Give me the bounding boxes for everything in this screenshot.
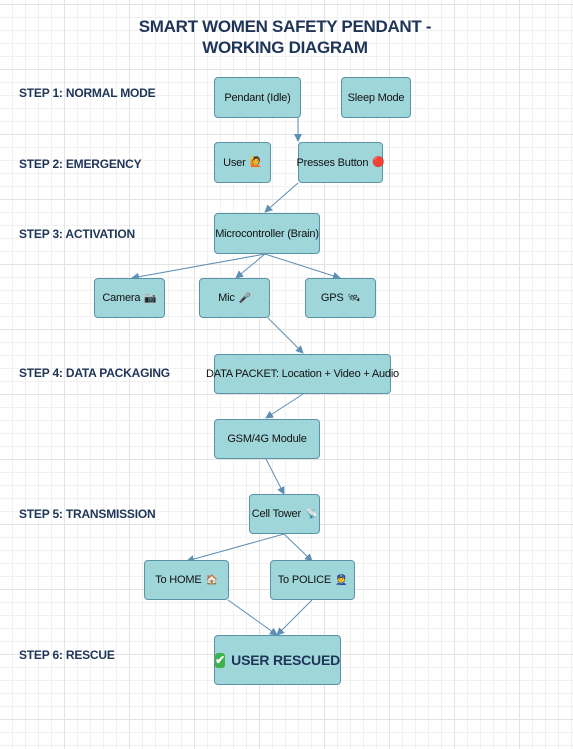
node-to-home: To HOME 🏠 — [144, 560, 229, 600]
node-mic-label: Mic — [218, 292, 235, 304]
diagram-title: SMART WOMEN SAFETY PENDANT - WORKING DIA… — [120, 16, 450, 58]
step-5-label: STEP 5: TRANSMISSION — [19, 507, 156, 521]
node-sleep-mode: Sleep Mode — [341, 77, 411, 118]
edge-micro-to-mic — [235, 253, 266, 279]
node-gps: GPS 🛰 — [305, 278, 376, 318]
step-1-label: STEP 1: NORMAL MODE — [19, 86, 156, 100]
edge-micro-to-gps — [264, 253, 341, 280]
node-pendant-idle-label: Pendant (Idle) — [224, 91, 291, 104]
step-6-label: STEP 6: RESCUE — [19, 648, 115, 662]
node-user: User 🙋 — [214, 142, 271, 183]
node-pendant-idle: Pendant (Idle) — [214, 77, 301, 118]
edge-presses-to-micro — [264, 182, 299, 213]
node-mic: Mic 🎤 — [199, 278, 270, 318]
title-line-1: SMART WOMEN SAFETY PENDANT - — [138, 17, 432, 36]
node-data-packet: DATA PACKET: Location + Video + Audio — [206, 354, 399, 394]
node-to-home-label: To HOME — [155, 574, 202, 586]
police-officer-icon: 👮 — [334, 574, 348, 586]
edge-tower-to-police — [283, 533, 313, 562]
edge-police-to-rescued — [276, 599, 313, 636]
node-sleep-mode-label: Sleep Mode — [347, 91, 405, 104]
node-microcontroller: Microcontroller (Brain) — [214, 213, 320, 254]
node-to-police: To POLICE 👮 — [270, 560, 355, 600]
red-circle-icon: 🔴 — [372, 157, 385, 168]
antenna-icon: 📡 — [304, 508, 318, 520]
edge-micro-to-camera — [131, 253, 266, 281]
check-mark-icon: ✔ — [215, 652, 225, 668]
node-gsm-module: GSM/4G Module — [214, 419, 320, 459]
node-presses-button: Presses Button 🔴 — [296, 142, 385, 183]
edge-home-to-rescued — [227, 599, 278, 636]
node-user-rescued-label: USER RESCUED — [231, 652, 340, 668]
node-gps-label: GPS — [320, 292, 344, 304]
step-4-label: STEP 4: DATA PACKAGING — [19, 366, 170, 380]
house-icon: 🏠 — [205, 574, 218, 586]
step-2-label: STEP 2: EMERGENCY — [19, 157, 142, 171]
edge-mic-to-packet — [267, 317, 304, 354]
node-presses-button-label: Presses Button — [296, 156, 369, 169]
node-microcontroller-label: Microcontroller (Brain) — [215, 227, 319, 240]
edge-packet-to-gsm — [265, 393, 304, 419]
node-cell-tower: Cell Tower 📡 — [249, 494, 320, 534]
raising-hand-icon: 🙋 — [249, 157, 262, 168]
camera-icon: 📷 — [144, 292, 157, 304]
title-line-2: WORKING DIAGRAM — [202, 38, 368, 57]
satellite-icon: 🛰 — [347, 292, 361, 304]
microphone-icon: 🎤 — [238, 292, 251, 304]
node-to-police-label: To POLICE — [277, 574, 331, 586]
node-user-label: User — [223, 156, 246, 169]
edge-gsm-to-tower — [265, 458, 285, 495]
step-3-label: STEP 3: ACTIVATION — [19, 227, 135, 241]
node-data-packet-label: DATA PACKET: Location + Video + Audio — [206, 368, 399, 380]
node-camera-label: Camera — [102, 292, 141, 304]
node-cell-tower-label: Cell Tower — [251, 508, 301, 520]
node-gsm-module-label: GSM/4G Module — [227, 433, 307, 445]
edge-tower-to-home — [186, 533, 285, 563]
node-user-rescued: ✔ USER RESCUED — [214, 635, 341, 685]
node-camera: Camera 📷 — [94, 278, 165, 318]
